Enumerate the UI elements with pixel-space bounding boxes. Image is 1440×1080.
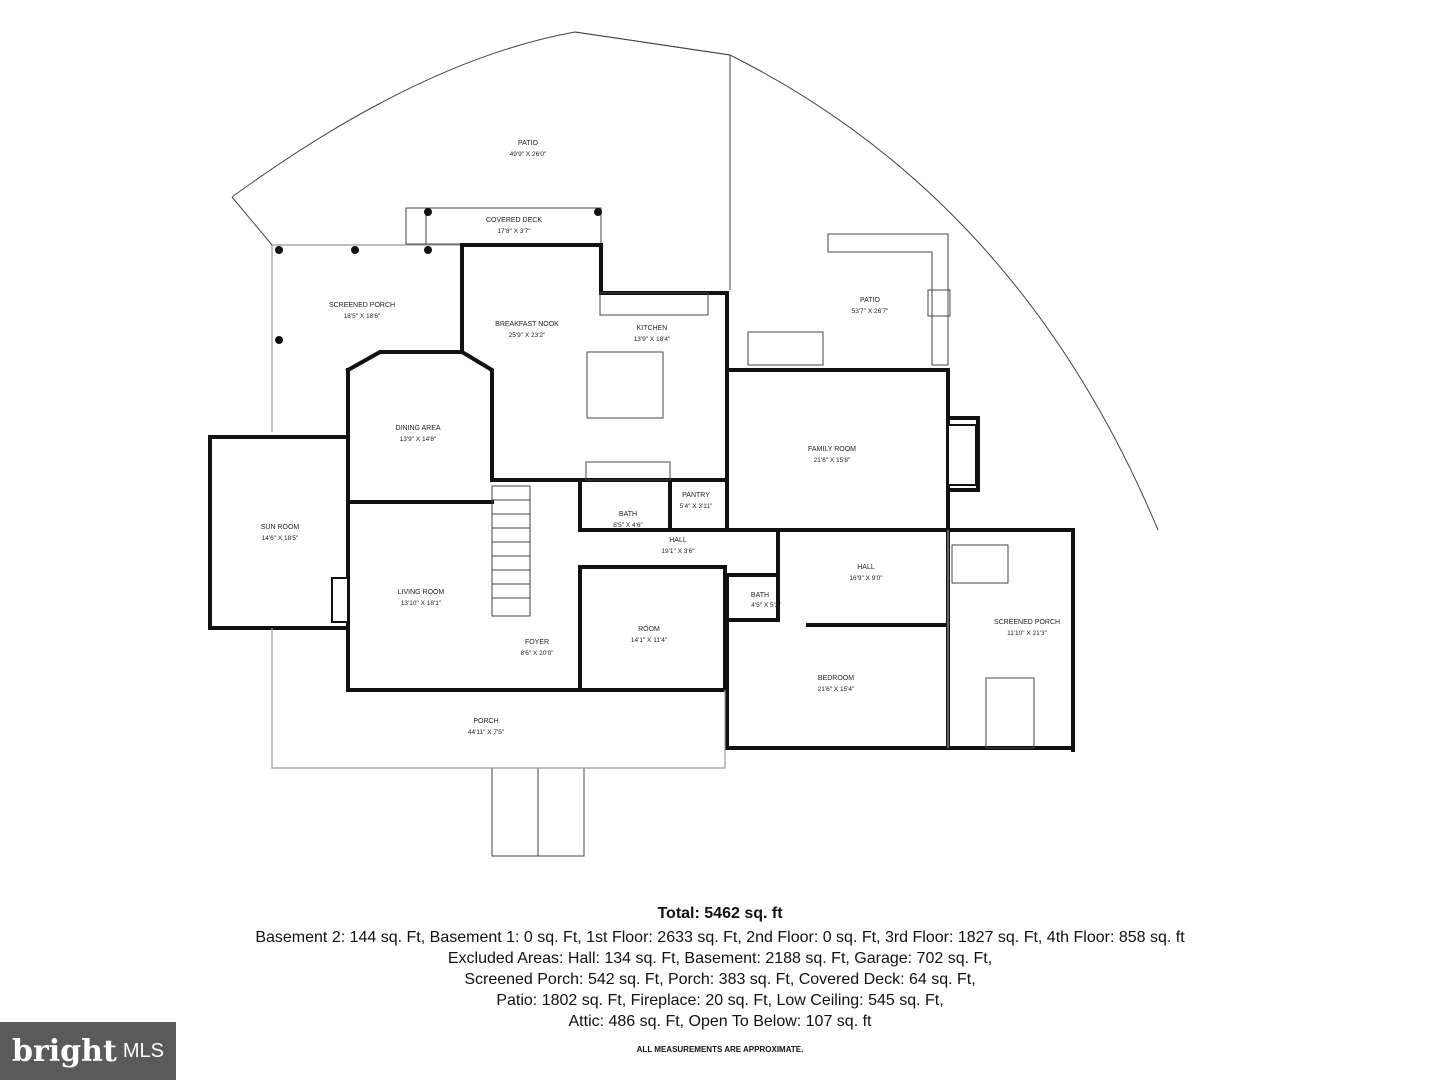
room-dim: 5'4" X 3'11" [680, 503, 713, 510]
room-name: FOYER [525, 639, 549, 646]
room-name: ROOM [638, 626, 660, 633]
room-name: DINING AREA [395, 425, 440, 432]
room-name: SCREENED PORCH [329, 302, 395, 309]
room-labels: PATIO 49'9" X 26'0" COVERED DECK 17'8" X… [261, 140, 1060, 736]
room-dim: 17'8" X 3'7" [497, 228, 531, 235]
room-dim: 19'1" X 3'6" [661, 548, 695, 555]
room-dim: 14'1" X 11'4" [631, 637, 668, 644]
room-dim: 16'9" X 9'0" [849, 575, 883, 582]
patio-bar [827, 233, 949, 366]
room-dim: 21'6" X 15'4" [818, 686, 855, 693]
room-name: BREAKFAST NOOK [495, 321, 559, 328]
room-name: PORCH [473, 718, 498, 725]
room-dim: 44'11" X 7'5" [468, 729, 505, 736]
room-dim: 8'6" X 20'0" [520, 650, 554, 657]
room-dim: 25'9" X 23'2" [509, 332, 546, 339]
summary-line: Basement 2: 144 sq. Ft, Basement 1: 0 sq… [255, 929, 1185, 946]
room-name: FAMILY ROOM [808, 446, 856, 453]
summary-line: Screened Porch: 542 sq. Ft, Porch: 383 s… [464, 971, 976, 988]
room-name: BEDROOM [818, 675, 854, 682]
room-dim: 21'6" X 15'8" [814, 457, 851, 464]
room-name: BATH [619, 511, 637, 518]
room-dim: 8'5" X 4'6" [613, 522, 643, 529]
room-name: HALL [857, 564, 875, 571]
room-name: SCREENED PORCH [994, 619, 1060, 626]
patio-outline [231, 31, 1159, 531]
room-name: KITCHEN [637, 325, 668, 332]
main-walls [208, 243, 1075, 752]
room-dim: 18'5" X 18'6" [344, 313, 381, 320]
summary-line: Patio: 1802 sq. Ft, Fireplace: 20 sq. Ft… [496, 992, 944, 1009]
logo-word: bright [12, 1033, 117, 1069]
screened-porch-nw-walls [271, 244, 462, 432]
room-name: PATIO [860, 297, 881, 304]
room-name: HALL [669, 537, 687, 544]
summary-line: Excluded Areas: Hall: 134 sq. Ft, Baseme… [447, 950, 993, 967]
room-name: COVERED DECK [486, 217, 542, 224]
measurements-note: ALL MEASUREMENTS ARE APPROXIMATE. [636, 1045, 804, 1054]
room-dim: 14'6" X 18'5" [262, 535, 299, 542]
total-area: Total: 5462 sq. ft [657, 905, 783, 922]
room-name: PATIO [518, 140, 539, 147]
stairs [491, 485, 1035, 857]
room-dim: 11'10" X 21'3" [1007, 630, 1048, 637]
logo-mls: MLS [122, 1039, 164, 1062]
summary-line: Attic: 486 sq. Ft, Open To Below: 107 sq… [568, 1013, 872, 1030]
room-name: BATH [751, 592, 769, 599]
room-name: SUN ROOM [261, 524, 300, 531]
room-dim: 13'9" X 14'8" [400, 436, 437, 443]
porch-outline [271, 628, 726, 769]
room-dim: 4'5" X 5'2" [751, 602, 781, 609]
room-dim: 49'9" X 26'0" [510, 151, 547, 158]
covered-deck-outline [405, 207, 602, 245]
room-dim: 13'10" X 18'1" [401, 600, 442, 607]
kitchen-island [586, 351, 664, 419]
room-dim: 53'7" X 26'7" [852, 308, 889, 315]
room-name: LIVING ROOM [398, 589, 445, 596]
room-name: PANTRY [682, 492, 710, 499]
room-dim: 13'9" X 18'4" [634, 336, 671, 343]
bright-mls-logo: bright MLS [0, 1022, 176, 1080]
